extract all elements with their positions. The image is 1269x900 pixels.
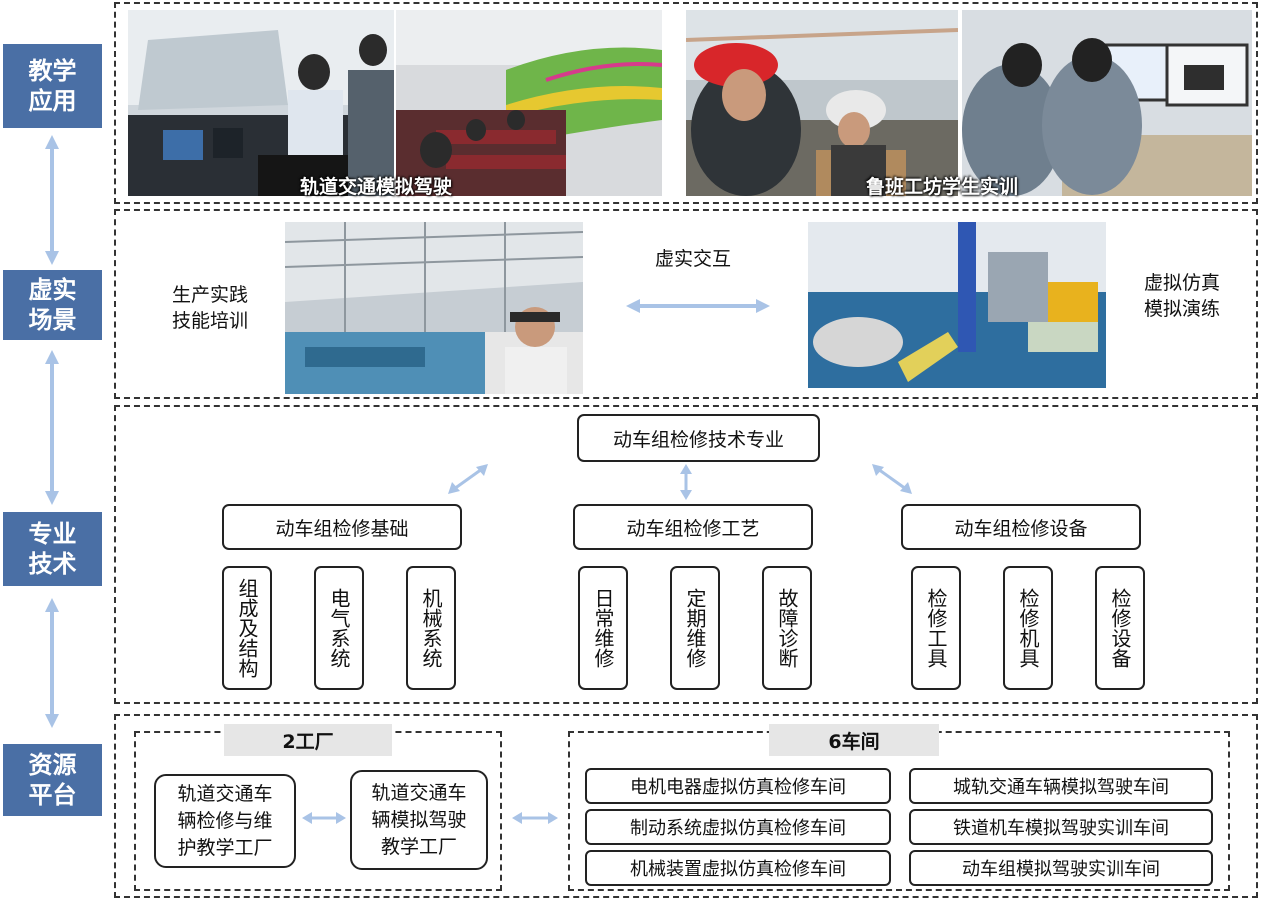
horizontal-arrow-scene — [626, 299, 770, 313]
sidebar-label-tech-text: 专业 技术 — [28, 520, 77, 578]
vertical-arrow-1 — [45, 135, 59, 265]
sidebar-label-teaching: 教学 应用 — [3, 44, 102, 128]
sidebar-label-tech: 专业 技术 — [3, 512, 102, 586]
item-periodic-maintenance: 定期维修 — [670, 566, 720, 690]
factory-driving-text: 轨道交通车 辆模拟驾驶 教学工厂 — [371, 781, 467, 858]
vertical-arrow-2 — [45, 350, 59, 505]
group-basics-title: 动车组检修基础 — [275, 517, 409, 540]
photo-virtual-simulation — [808, 222, 1106, 388]
box-group-basics: 动车组检修基础 — [222, 504, 462, 550]
arrow-to-equipment — [872, 464, 912, 494]
tag-factories: 2工厂 — [224, 724, 392, 756]
section-teaching — [114, 2, 1258, 204]
vertical-arrow-3 — [45, 598, 59, 728]
group-equipment-title: 动车组检修设备 — [954, 517, 1088, 540]
workshop-locomotive-driving: 铁道机车模拟驾驶实训车间 — [909, 809, 1213, 845]
sidebar-label-scene: 虚实 场景 — [3, 270, 102, 340]
label-production-practice: 生产实践 技能培训 — [171, 284, 248, 332]
caption-luban-training: 鲁班工坊学生实训 — [866, 176, 1019, 198]
item-fault-diagnosis: 故障诊断 — [762, 566, 812, 690]
photo-computer-lab — [962, 10, 1252, 196]
item-composition-structure: 组成及结构 — [222, 566, 272, 690]
photo-workshop-helmets — [686, 10, 958, 196]
item-mechanical-system: 机械系统 — [406, 566, 456, 690]
sidebar-label-resource: 资源 平台 — [3, 744, 102, 816]
box-group-equipment: 动车组检修设备 — [901, 504, 1141, 550]
sidebar-label-resource-text: 资源 平台 — [28, 751, 77, 809]
label-virtual-simulation: 虚拟仿真 模拟演练 — [1143, 272, 1220, 320]
caption-simulated-driving: 轨道交通模拟驾驶 — [300, 176, 453, 198]
workshop-urban-rail-driving: 城轨交通车辆模拟驾驶车间 — [909, 768, 1213, 804]
label-virtual-real-interaction: 虚实交互 — [654, 248, 731, 270]
workshop-emu-driving: 动车组模拟驾驶实训车间 — [909, 850, 1213, 886]
sidebar-label-scene-text: 虚实 场景 — [28, 276, 77, 334]
box-factory-maintenance: 轨道交通车 辆检修与维 护教学工厂 — [154, 774, 296, 868]
section-scene — [114, 209, 1258, 399]
item-maintenance-machinery: 检修机具 — [1003, 566, 1053, 690]
workshop-mechanical-device: 机械装置虚拟仿真检修车间 — [585, 850, 891, 886]
workshop-motor-electrical: 电机电器虚拟仿真检修车间 — [585, 768, 891, 804]
photo-simulator-room — [396, 10, 662, 196]
section-tech — [114, 405, 1258, 704]
arrow-factory-workshop — [512, 812, 558, 824]
item-maintenance-equipment: 检修设备 — [1095, 566, 1145, 690]
group-process-title: 动车组检修工艺 — [626, 517, 760, 540]
photo-train-cab — [128, 10, 394, 196]
section-resource — [114, 714, 1258, 898]
arrow-to-process — [680, 464, 692, 500]
factory-maintenance-text: 轨道交通车 辆检修与维 护教学工厂 — [177, 782, 273, 859]
sidebar-label-teaching-text: 教学 应用 — [28, 57, 77, 115]
arrow-between-factories — [302, 812, 346, 824]
item-maintenance-tools: 检修工具 — [911, 566, 961, 690]
major-title-text: 动车组检修技术专业 — [612, 428, 784, 451]
box-major-title: 动车组检修技术专业 — [577, 414, 820, 462]
tag-workshops: 6车间 — [769, 724, 939, 756]
box-group-process: 动车组检修工艺 — [573, 504, 813, 550]
item-electrical-system: 电气系统 — [314, 566, 364, 690]
photo-factory-hall — [285, 222, 583, 394]
arrow-to-basics — [448, 464, 488, 494]
workshop-brake-system: 制动系统虚拟仿真检修车间 — [585, 809, 891, 845]
box-factory-driving: 轨道交通车 辆模拟驾驶 教学工厂 — [350, 770, 488, 870]
item-daily-maintenance: 日常维修 — [578, 566, 628, 690]
